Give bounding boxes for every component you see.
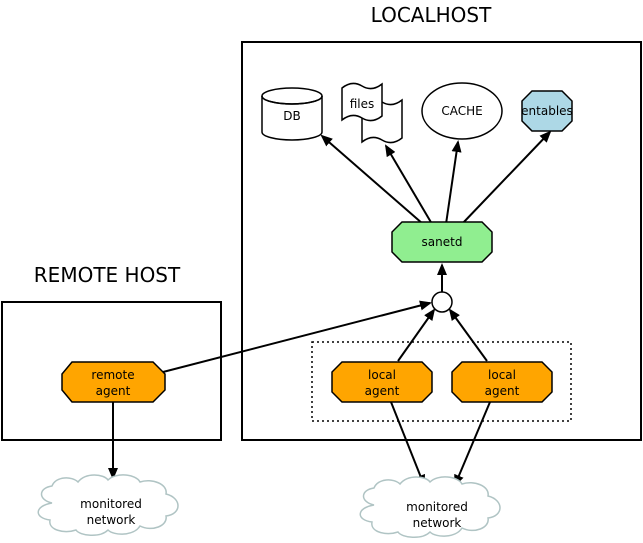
local-agent-2-label-line2: agent [485,384,520,398]
files-label: files [350,97,375,111]
entables-node: entables [521,90,573,132]
local-agent-1-label-line2: agent [365,384,400,398]
edge-sanetd-cache [445,140,462,225]
sanetd-node: sanetd [391,221,493,263]
cache-node: CACHE [421,82,503,140]
monitored-network-right-line1: monitored [406,500,468,514]
files-node: files [341,82,403,144]
edge-sanetd-db [320,134,424,225]
local-agent-2-label-line1: local [488,368,516,382]
local-agent-2-node: local agent [451,361,553,403]
remote-agent-label-line2: agent [96,384,131,398]
remote-host-title: REMOTE HOST [34,263,181,287]
db-node: DB [261,87,323,141]
edge-sanetd-files [384,144,433,225]
entables-shape [521,90,573,132]
localhost-title: LOCALHOST [371,3,492,27]
edge-remote-agent-junction [162,300,432,373]
edge-local-agent1-network [390,401,425,487]
edge-local-agent1-junction [397,308,436,362]
edge-local-agent2-junction [448,308,488,362]
monitored-network-right-line2: network [413,516,462,530]
cache-label: CACHE [441,104,482,118]
junction-node [431,291,453,313]
remote-agent-node: remote agent [61,361,166,403]
remote-agent-label-line1: remote [91,368,134,382]
monitored-network-right-cloud: monitored network [359,476,501,538]
local-agent-1-shape [331,361,433,403]
local-agent-2-shape [451,361,553,403]
local-agent-1-label-line1: local [368,368,396,382]
db-label: DB [283,109,300,123]
local-agents-group [311,341,572,422]
monitored-network-left-line2: network [87,513,136,527]
entables-label: entables [521,104,573,118]
local-agent-1-node: local agent [331,361,433,403]
monitored-network-left-line1: monitored [80,497,142,511]
edge-local-agent2-network [454,401,491,487]
remote-host-box [1,301,222,441]
edge-sanetd-entables [461,130,552,225]
monitored-network-left-cloud: monitored network [37,474,179,536]
sanetd-shape [391,221,493,263]
sanetd-label: sanetd [422,235,463,249]
remote-agent-shape [61,361,166,403]
localhost-box [241,41,642,441]
